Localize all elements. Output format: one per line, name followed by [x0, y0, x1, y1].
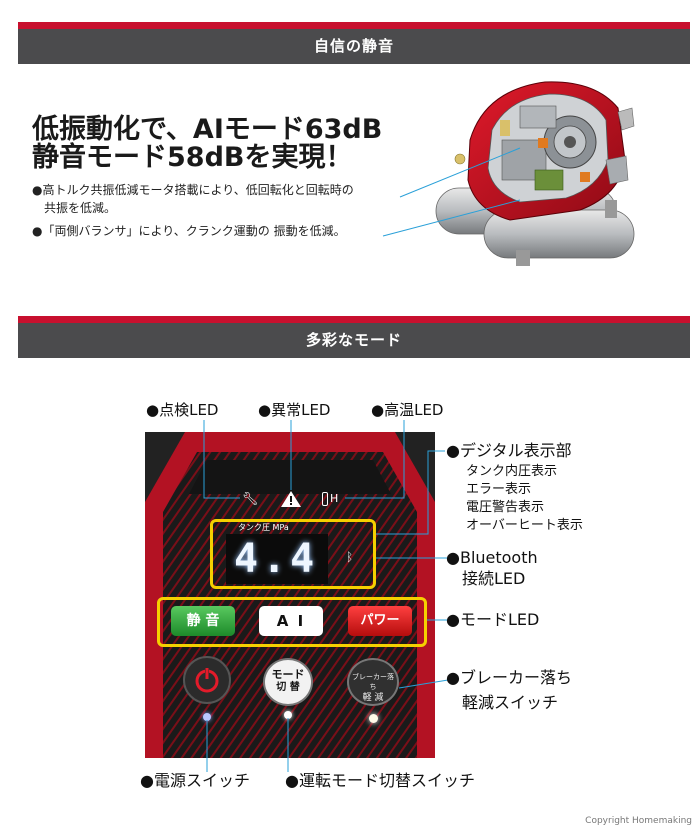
- label-mode-switch: ●運転モード切替スイッチ: [285, 771, 475, 790]
- label-breaker-2: 軽減スイッチ: [462, 693, 559, 712]
- mode-led-ai: A I: [259, 606, 323, 636]
- copyright-text: Copyright Homemaking: [585, 816, 692, 826]
- warning-icon: [280, 490, 302, 508]
- digital-display: タンク圧 MPa 4.4: [226, 523, 328, 584]
- mode-switch-button[interactable]: モード 切 替: [263, 658, 313, 706]
- label-breaker-1: ●ブレーカー落ち: [446, 668, 572, 687]
- thermometer-icon: H: [322, 491, 346, 507]
- label-digital-item-2: エラー表示: [466, 482, 532, 497]
- breaker-button[interactable]: ブレーカー落ち 軽 減: [347, 658, 399, 706]
- wrench-icon: 🔧︎: [241, 492, 259, 507]
- label-bluetooth-1: ●Bluetooth: [446, 548, 538, 567]
- label-bluetooth-2: 接続LED: [462, 569, 526, 588]
- display-caption: タンク圧 MPa: [238, 523, 289, 532]
- compressor-illustration: [435, 81, 635, 266]
- label-digital-item-3: 電圧警告表示: [466, 500, 545, 515]
- headline-line-2: 静音モード58dBを実現！: [32, 142, 353, 173]
- section-title: 自信の静音: [313, 37, 394, 55]
- power-led: [203, 713, 211, 721]
- label-temp-led: ●高温LED: [371, 401, 444, 419]
- mode-led-quiet: 静 音: [171, 606, 235, 636]
- section-header-quiet: 自信の静音: [18, 22, 690, 64]
- power-icon: [195, 667, 219, 693]
- label-inspect-led: ●点検LED: [146, 401, 219, 419]
- breaker-led: [369, 714, 378, 723]
- label-digital-item-1: タンク内圧表示: [466, 464, 558, 479]
- headline: 低振動化で、AIモード63dB 静音モード58dBを実現！: [32, 116, 382, 172]
- display-highlight: [210, 519, 376, 589]
- display-value: 4.4: [234, 536, 319, 582]
- feature-bullets: ●高トルク共振低減モータ搭載により、低回転化と回転時の 共振を低減。 ●「両側バ…: [32, 181, 354, 245]
- section-title: 多彩なモード: [305, 331, 402, 349]
- section-header-modes: 多彩なモード: [18, 316, 690, 358]
- bluetooth-icon: ᛒ: [346, 550, 354, 564]
- label-digital-display: ●デジタル表示部: [446, 441, 572, 460]
- bullet-1: ●高トルク共振低減モータ搭載により、低回転化と回転時の 共振を低減。: [32, 183, 354, 215]
- mode-switch-led: [284, 711, 292, 719]
- label-digital-item-4: オーバーヒート表示: [466, 518, 583, 533]
- label-power-switch: ●電源スイッチ: [140, 771, 250, 790]
- bullet-2: ●「両側バランサ」により、クランク運動の 振動を低減。: [32, 224, 346, 238]
- mode-led-power: パワー: [348, 606, 412, 636]
- power-button[interactable]: [183, 656, 231, 704]
- pointer-lines-top: [382, 147, 521, 237]
- label-mode-led: ●モードLED: [446, 610, 540, 629]
- mode-led-highlight: [157, 597, 427, 647]
- headline-line-1: 低振動化で、AIモード63dB: [32, 114, 383, 145]
- label-error-led: ●異常LED: [258, 401, 331, 419]
